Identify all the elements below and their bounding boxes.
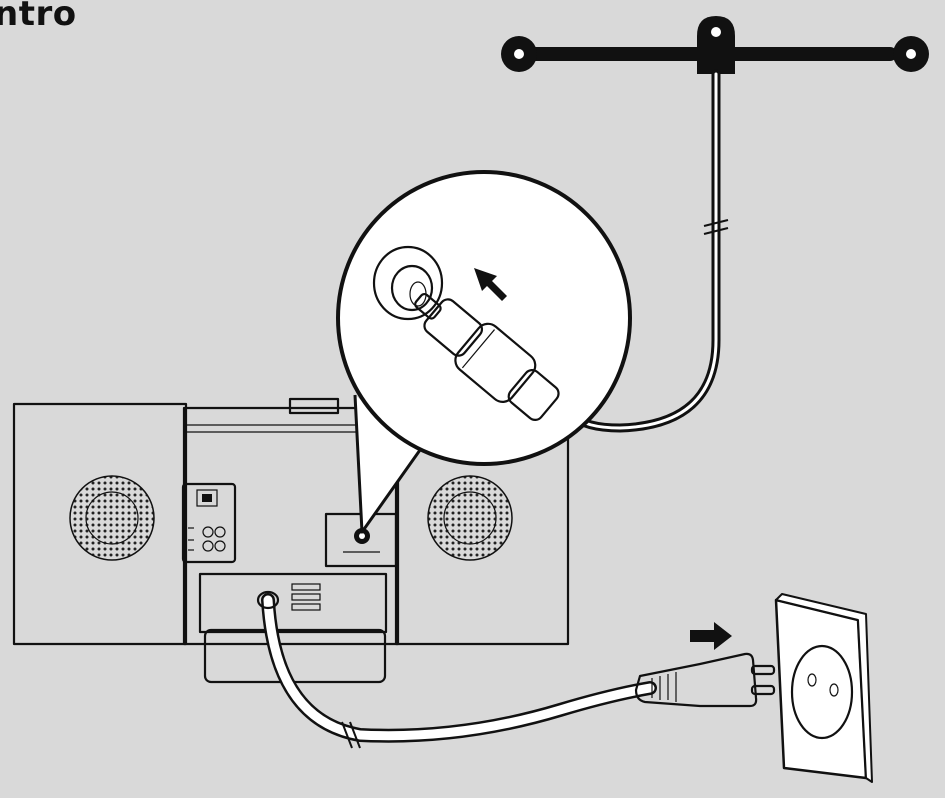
wall-socket-icon: [774, 593, 873, 783]
left-speaker: [12, 402, 188, 646]
power-plug-icon: [634, 622, 776, 708]
right-speaker-grille: [427, 475, 513, 561]
unit-stand: [203, 628, 387, 684]
arrow-icon: [690, 622, 732, 650]
power-cable: [256, 590, 657, 749]
antenna-socket-closeup: [372, 245, 444, 321]
audio-connector-panel: [181, 482, 237, 564]
magnified-connection-callout: [336, 170, 632, 534]
rating-label-panel: [198, 572, 388, 634]
antenna-plug-closeup: [414, 292, 560, 422]
micro-system-unit: [12, 397, 570, 684]
arrow-icon: [474, 268, 507, 301]
left-speaker-grille: [69, 475, 155, 561]
page-heading: ntro: [0, 0, 77, 34]
